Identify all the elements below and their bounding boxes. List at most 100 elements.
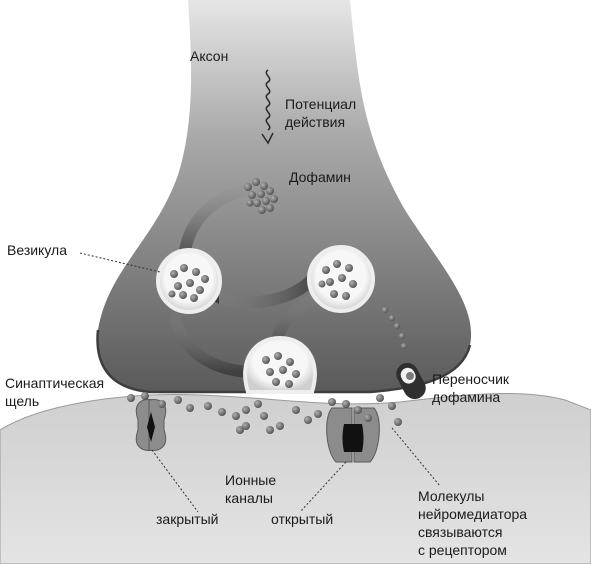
dopamine-molecule [394,323,400,329]
dopamine-molecule [354,406,362,414]
leader-closed [151,449,199,513]
dopamine-molecule [174,396,182,404]
dopamine-molecule [262,197,270,205]
ion-channels-line-1: Ионные [225,472,277,488]
terminal-membrane [96,329,472,394]
dopamine-molecule [389,315,395,321]
dopamine-molecule [270,195,278,203]
dopamine-molecule [328,398,336,406]
dopamine-molecule [314,410,322,418]
dopamine-molecule [285,380,293,388]
ion-channel-open [326,407,380,463]
action-potential-line-2: действия [285,114,346,130]
open-channel-label: открытый [271,511,334,527]
dopamine-molecule [286,358,294,366]
dopamine-molecule [242,422,250,430]
ion-channels-line-2: каналы [225,490,273,506]
dopamine-molecule [266,204,274,212]
synaptic-cleft-line-2: щель [5,393,40,409]
axon-label: Аксон [190,48,229,64]
dopamine-molecule [257,190,265,198]
dopamine-molecule [388,402,396,410]
dopamine-molecule [342,292,350,300]
dopamine-molecule [232,412,240,420]
dopamine-molecule [260,412,268,420]
dopamine-molecule [382,307,388,313]
dopamine-molecule [349,280,357,288]
dopamine-molecule [304,416,312,424]
vesicle-label: Везикула [7,242,67,258]
receptor-binding-label: Молекулы нейромедиатора связываются с ре… [418,487,558,559]
receptor-binding-line-1: Молекулы [418,488,485,504]
action-potential-label: Потенциал действия [285,95,395,131]
vesicle-fusing [243,335,317,394]
dopamine-transporter [396,362,426,400]
dopamine-molecule [190,294,198,302]
dopamine-molecule [158,400,166,408]
leader-open [299,461,347,513]
dopamine-molecule [318,280,326,288]
dopamine-molecule [254,400,262,408]
dopamine-molecule [376,394,384,402]
dopamine-molecule [262,356,270,364]
leader-receptor [391,427,441,487]
receptor-binding-line-3: связываются [418,524,503,540]
dopamine-molecule [127,394,135,402]
dopamine-molecule [399,333,405,339]
dopamine-molecule [186,404,194,412]
action-potential-arrowhead [261,132,274,145]
dopamine-molecule [330,290,338,298]
dopamine-molecule [174,282,182,290]
synaptic-cleft-line-1: Синаптическая [5,375,105,391]
dopamine-molecule [192,268,200,276]
action-potential-squiggle [265,69,271,131]
dopamine-molecule [272,378,280,386]
dopamine-molecule [276,422,284,430]
action-potential-line-1: Потенциал [285,96,357,112]
dopamine-molecule [274,352,282,360]
dopamine-molecule [342,400,350,408]
transporter-line-1: Переносчик [432,371,510,387]
ion-channel-closed [135,399,167,451]
dopamine-label: Дофамин [289,169,351,185]
dopamine-molecule [218,408,226,416]
dopamine-molecule [292,406,300,414]
dopamine-molecule [168,290,176,298]
dopamine-molecule [170,270,178,278]
dopamine-molecule [248,191,256,199]
dopamine-molecule [253,199,261,207]
dopamine-molecule [322,266,330,274]
dopamine-molecule [258,206,266,214]
dopamine-molecule [186,279,194,287]
transporter-line-2: дофамина [432,389,501,405]
dopamine-molecule [333,260,341,268]
dopamine-molecule [266,426,274,434]
dopamine-molecule [246,199,254,207]
receptor-binding-line-2: нейромедиатора [418,506,528,522]
dopamine-molecule [401,343,407,349]
dopamine-molecule [345,264,353,272]
dopamine-molecule [266,368,274,376]
dopamine-molecule [196,286,204,294]
dopamine-molecule [364,414,372,422]
dopamine-molecule [242,406,250,414]
dopamine-molecule [326,278,334,286]
leader-vesicle [79,252,161,273]
dopamine-molecule [338,274,346,282]
closed-channel-label: закрытый [156,511,219,527]
dopamine-molecules [127,178,407,434]
dopamine-molecule [236,426,244,434]
dopamine-molecule [180,264,188,272]
dopamine-molecule [179,291,187,299]
dopamine-molecule [204,402,212,410]
arrow-vesicle-to-release [169,312,256,378]
receptor-binding-line-4: с рецептором [418,542,507,558]
dopamine-molecule [394,418,402,426]
dopamine-molecule [252,178,260,186]
transporter-label: Переносчик дофамина [432,370,542,406]
dopamine-molecule [292,370,300,378]
dopamine-molecule [244,183,252,191]
dopamine-molecule [266,187,274,195]
